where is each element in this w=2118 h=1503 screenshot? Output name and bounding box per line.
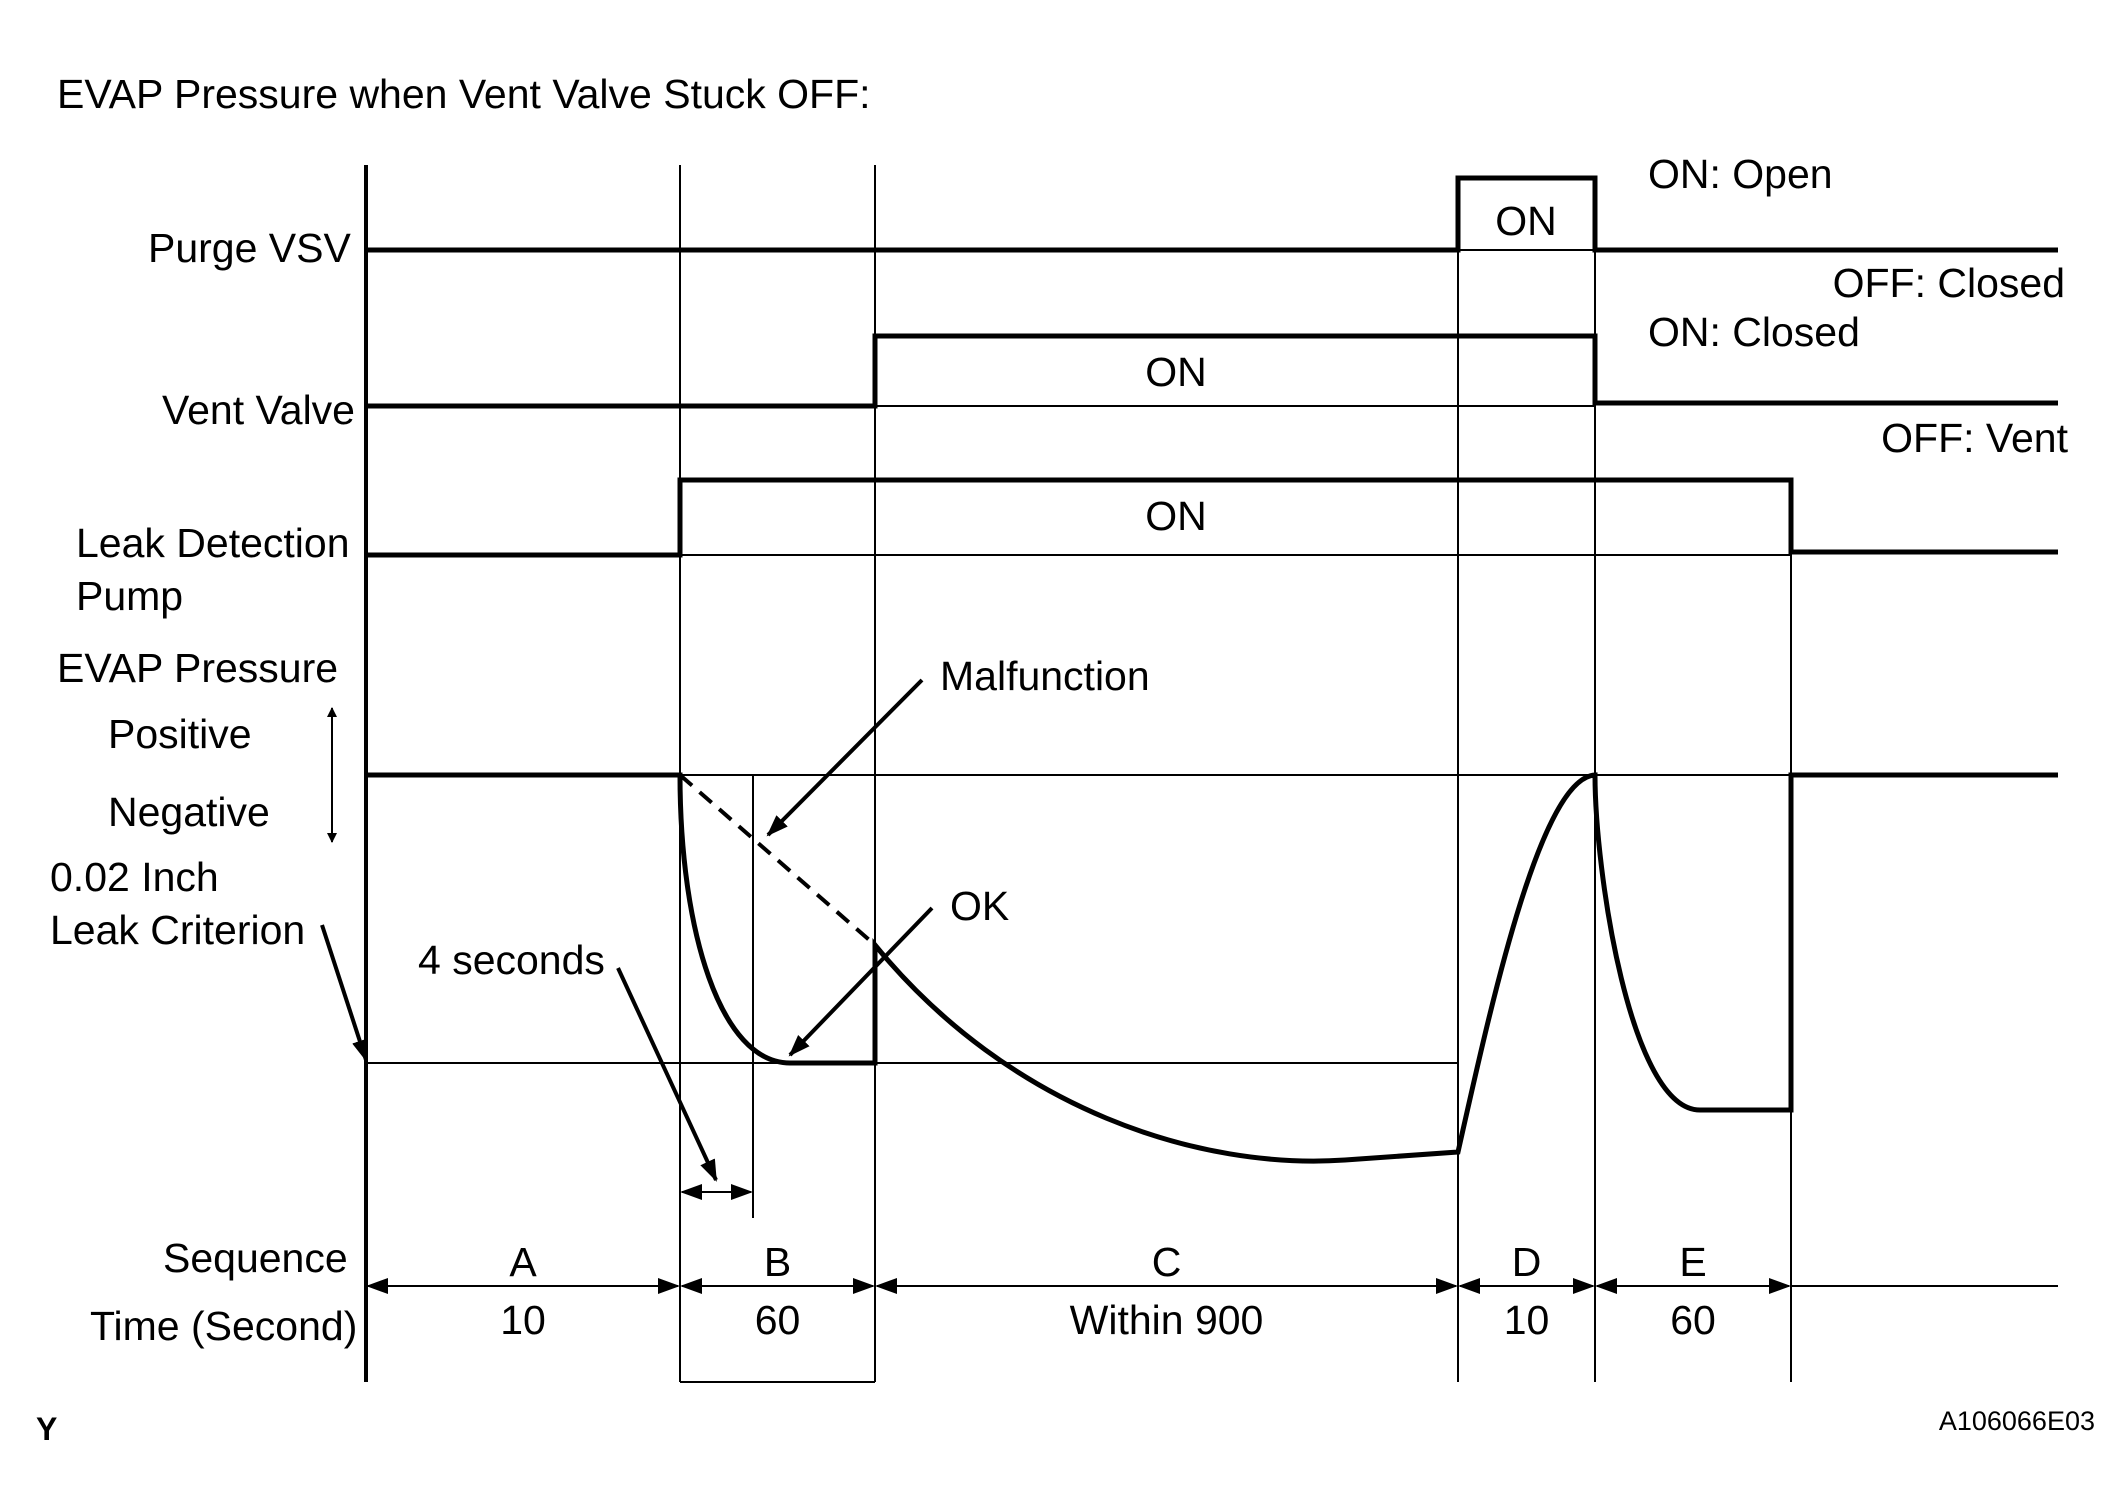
purge-vsv-legend-on: ON: Open [1648,151,1833,197]
purge-vsv-label: Purge VSV [148,225,351,271]
vent-valve-label: Vent Valve [162,387,355,433]
evap-pressure-label: EVAP Pressure [57,645,338,691]
sequence-step-d-time: 10 [1504,1297,1550,1343]
sequence-step-a-name: A [509,1239,537,1285]
sequence-label: Sequence [163,1235,348,1281]
sequence-step-d-name: D [1512,1239,1542,1285]
sequence-step-b-time: 60 [755,1297,801,1343]
leak-pump-signal [366,477,2058,558]
sequence-step-c-name: C [1152,1239,1182,1285]
vent-valve-signal [366,333,2058,409]
vent-valve-legend-off: OFF: Vent [1881,415,2068,461]
footer-left-code: Y [36,1411,57,1447]
vent-valve-on-state: ON [1145,349,1207,395]
time-label: Time (Second) [90,1303,357,1349]
sequence-steps: A 10 B 60 C Within 900 D 10 E 60 [366,1239,1791,1343]
criterion-label-line2: Leak Criterion [50,907,305,953]
negative-label: Negative [108,789,270,835]
purge-vsv-signal [366,175,2058,253]
purge-vsv-legend-off: OFF: Closed [1833,260,2065,306]
leak-pump-on-state: ON [1145,493,1207,539]
malfunction-label: Malfunction [940,653,1150,699]
malfunction-trace [678,773,877,947]
sequence-step-a-time: 10 [500,1297,546,1343]
footer-figure-id: A106066E03 [1939,1406,2095,1436]
leak-pump-label-line2: Pump [76,573,183,619]
leak-pump-label-line1: Leak Detection [76,520,350,566]
sequence-step-e-time: 60 [1670,1297,1716,1343]
sequence-step-c-time: Within 900 [1070,1297,1264,1343]
ok-label: OK [950,883,1009,929]
sequence-step-e-name: E [1679,1239,1706,1285]
vent-valve-legend-on: ON: Closed [1648,309,1860,355]
four-seconds-label: 4 seconds [418,937,605,983]
criterion-label-line1: 0.02 Inch [50,854,219,900]
sequence-step-b-name: B [764,1239,791,1285]
criterion-pointer-arrow [320,924,368,1062]
purge-vsv-on-state: ON [1495,198,1557,244]
evap-pressure-trace [366,772,2058,1164]
malfunction-arrow [766,678,924,837]
ok-arrow [788,906,934,1057]
diagram-title: EVAP Pressure when Vent Valve Stuck OFF: [57,71,871,117]
positive-label: Positive [108,711,252,757]
four-seconds-arrow [616,967,718,1182]
